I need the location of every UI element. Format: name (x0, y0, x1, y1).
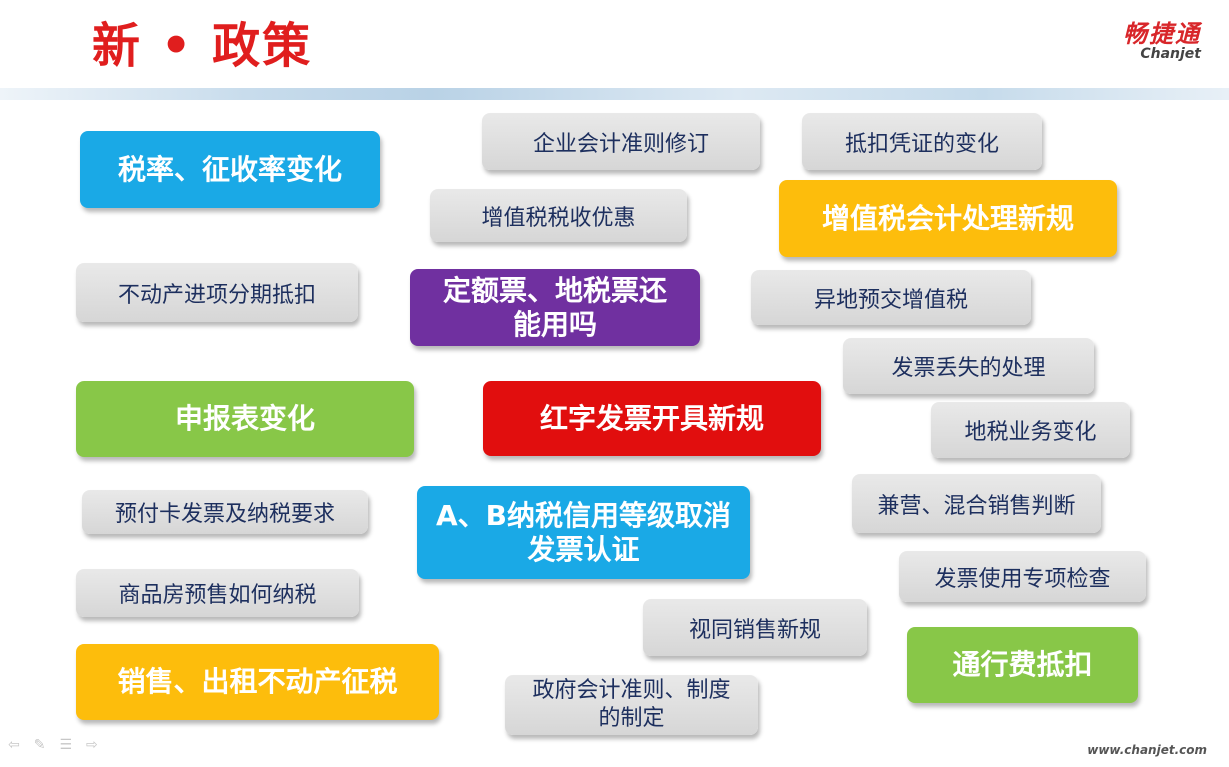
chanjet-logo: 畅捷通 Chanjet (1123, 20, 1201, 62)
tag-deduction-voucher-change: 抵扣凭证的变化 (802, 113, 1042, 170)
tag-lost-invoice-handling: 发票丢失的处理 (843, 338, 1094, 394)
tag-local-tax-change: 地税业务变化 (931, 402, 1130, 458)
footer-url: www.chanjet.com (1087, 743, 1207, 757)
menu-icon[interactable]: ☰ (59, 737, 73, 753)
tag-toll-deduction: 通行费抵扣 (907, 627, 1138, 703)
left-arrow-icon[interactable]: ⇦ (8, 737, 20, 753)
tag-prepaid-card-invoice: 预付卡发票及纳税要求 (82, 490, 368, 534)
header-band (0, 88, 1229, 100)
slide-nav: ⇦ ✎ ☰ ⇨ (8, 737, 98, 753)
pen-icon[interactable]: ✎ (33, 737, 46, 753)
tag-mixed-sales-judgment: 兼营、混合销售判断 (852, 474, 1101, 533)
page-title: 新 • 政策 (92, 18, 313, 74)
tag-return-form-change: 申报表变化 (76, 381, 414, 457)
tag-government-accounting: 政府会计准则、制度的制定 (505, 675, 758, 735)
tag-vat-incentives: 增值税税收优惠 (430, 189, 687, 242)
tag-accounting-standards-revision: 企业会计准则修订 (482, 113, 760, 170)
tag-invoice-special-inspection: 发票使用专项检查 (899, 551, 1146, 602)
tag-real-estate-input-deduction: 不动产进项分期抵扣 (76, 263, 358, 322)
tag-credit-level-certification: A、B纳税信用等级取消发票认证 (417, 486, 750, 579)
tag-tax-rate-change: 税率、征收率变化 (80, 131, 380, 208)
tag-presale-housing-tax: 商品房预售如何纳税 (76, 569, 359, 617)
tag-red-invoice-rules: 红字发票开具新规 (483, 381, 821, 456)
tag-offsite-vat-prepay: 异地预交增值税 (751, 270, 1031, 325)
tag-vat-accounting-rules: 增值税会计处理新规 (779, 180, 1117, 257)
logo-chinese: 畅捷通 (1123, 20, 1201, 48)
tag-deemed-sales-rules: 视同销售新规 (643, 599, 867, 656)
logo-english: Chanjet (1140, 46, 1201, 62)
tag-fixed-invoice-usable: 定额票、地税票还能用吗 (410, 269, 700, 346)
right-arrow-icon[interactable]: ⇨ (86, 737, 98, 753)
tag-real-estate-sale-lease-tax: 销售、出租不动产征税 (76, 644, 439, 720)
